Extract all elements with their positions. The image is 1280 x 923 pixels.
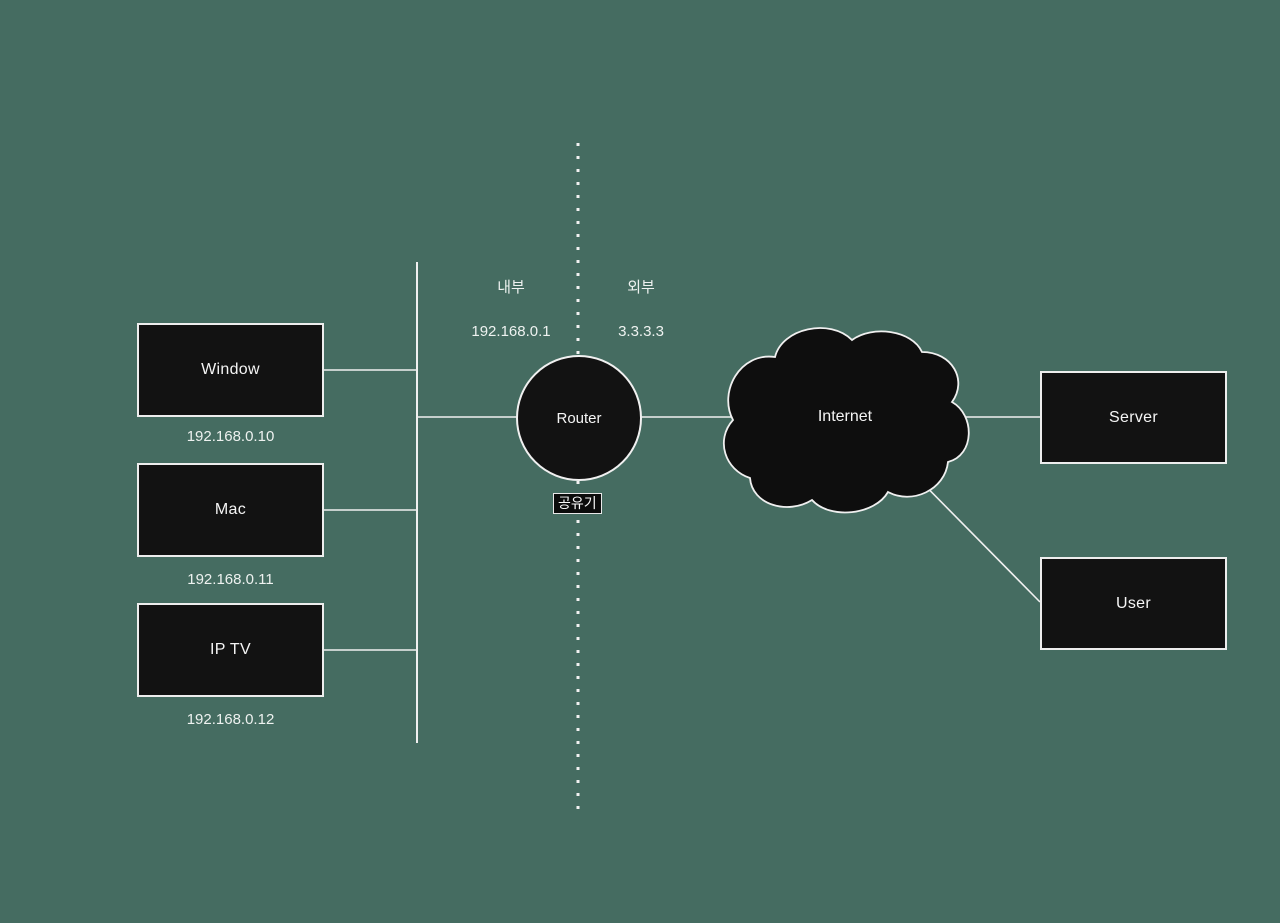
node-user-label: User (1116, 594, 1151, 612)
internet-cloud-shape (723, 327, 970, 514)
node-server-label: Server (1109, 408, 1158, 426)
router-badge: 공유기 (553, 493, 602, 514)
node-window-ip: 192.168.0.10 (186, 428, 275, 445)
node-mac-ip: 192.168.0.11 (187, 571, 274, 588)
node-iptv-ip: 192.168.0.12 (186, 711, 275, 728)
zone-internal-label: 내부 (497, 279, 525, 296)
node-iptv-label: IP TV (210, 641, 251, 658)
router-external-ip: 3.3.3.3 (618, 323, 664, 340)
node-mac-label: Mac (214, 501, 247, 518)
router-node-label: Router (556, 409, 602, 427)
node-window-label: Window (201, 361, 260, 378)
router-circle-shape (516, 355, 642, 481)
node-user: User (1040, 557, 1227, 650)
node-server: Server (1040, 371, 1227, 464)
internet-cloud-label: Internet (817, 408, 873, 425)
node-iptv: IP TV (137, 603, 324, 697)
zone-external-label: 외부 (627, 279, 655, 296)
node-window: Window (137, 323, 324, 417)
router-internal-ip: 192.168.0.1 (471, 323, 551, 340)
node-mac: Mac (137, 463, 324, 557)
